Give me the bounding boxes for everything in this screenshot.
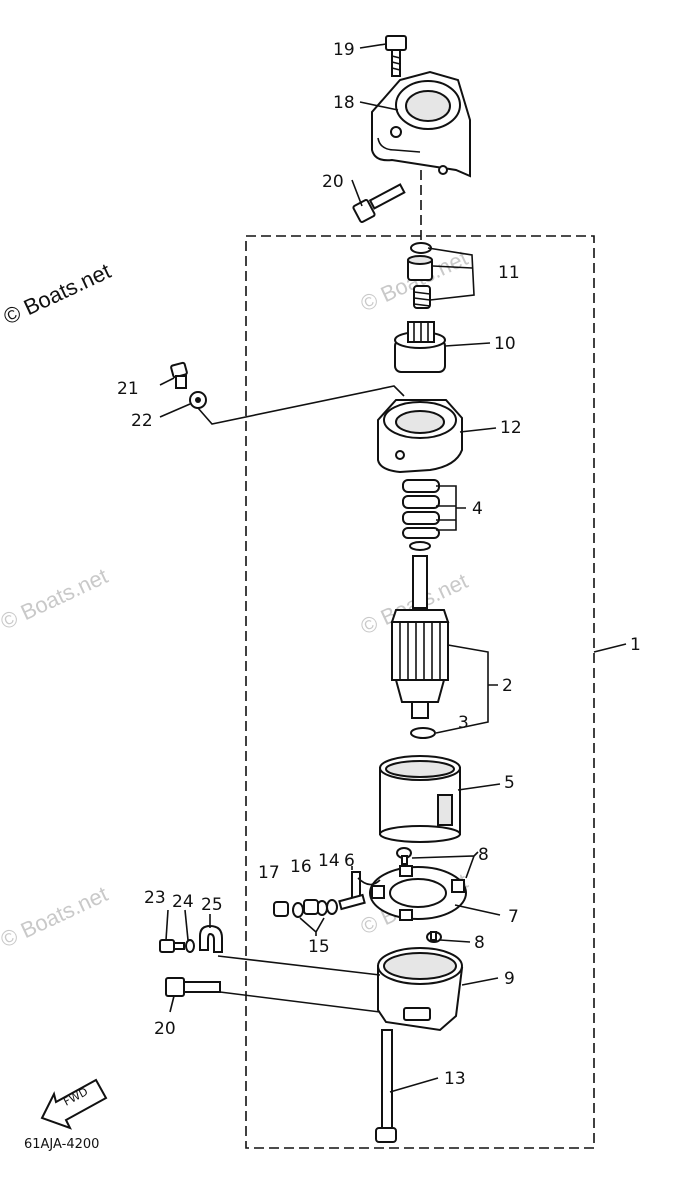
callout-10: 10 <box>494 334 516 354</box>
part-22-washer <box>189 391 207 409</box>
part-8-screw-top <box>396 847 412 865</box>
watermark-faint: © Boats.net <box>0 563 112 634</box>
callout-20-bottom: 20 <box>154 1019 176 1039</box>
part-20-bolt-top <box>352 183 406 223</box>
part-11-clip-collar-spring <box>407 242 433 309</box>
part-16-nut <box>303 899 319 915</box>
part-6-terminal-bolt <box>338 871 381 911</box>
part-20-bolt-bottom <box>165 977 221 997</box>
diagram-code: 61AJA-4200 <box>24 1137 99 1152</box>
part-4-spring-stack <box>402 479 440 551</box>
part-19-bolt <box>385 35 407 77</box>
callout-20-top: 20 <box>322 172 344 192</box>
callout-15: 15 <box>308 937 330 957</box>
callout-24: 24 <box>172 892 194 912</box>
part-2-armature <box>390 555 450 719</box>
callout-25: 25 <box>201 895 223 915</box>
part-9-rear-cover <box>377 947 464 1032</box>
part-12-front-cover <box>377 399 463 474</box>
part-14-insulator <box>326 899 338 915</box>
callout-1: 1 <box>630 635 641 655</box>
part-13-through-bolt <box>375 1029 397 1143</box>
callout-17: 17 <box>258 863 280 883</box>
part-18-bracket <box>371 70 471 178</box>
watermark-faint: © Boats.net <box>0 881 112 952</box>
part-7-brush-holder <box>369 865 467 921</box>
part-10-pinion <box>394 321 446 373</box>
callout-16: 16 <box>290 857 312 877</box>
callout-19: 19 <box>333 40 355 60</box>
callout-21: 21 <box>117 379 139 399</box>
part-17-nut <box>273 901 289 917</box>
part-21-screw <box>170 361 188 389</box>
leader-lines <box>159 43 627 1093</box>
callout-3: 3 <box>458 713 469 733</box>
callout-9: 9 <box>504 969 515 989</box>
part-3-washer <box>410 727 436 739</box>
callout-8-top: 8 <box>478 845 489 865</box>
callout-11: 11 <box>498 263 520 283</box>
part-15-washers <box>292 900 328 918</box>
part-24-washer <box>185 939 195 953</box>
callout-5: 5 <box>504 773 515 793</box>
callout-12: 12 <box>500 418 522 438</box>
part-8-screw-bottom <box>426 931 442 943</box>
callout-2: 2 <box>502 676 513 696</box>
callout-18: 18 <box>333 93 355 113</box>
assembly-boundary <box>245 235 595 1149</box>
callout-8-bottom: 8 <box>474 933 485 953</box>
part-5-yoke <box>379 755 461 843</box>
callout-14: 14 <box>318 851 340 871</box>
callout-13: 13 <box>444 1069 466 1089</box>
part-23-bolt <box>159 939 185 953</box>
callout-4: 4 <box>472 499 483 519</box>
callout-22: 22 <box>131 411 153 431</box>
watermark-main: © Boats.net <box>0 258 115 329</box>
part-25-clamp <box>199 924 223 953</box>
callout-7: 7 <box>508 907 519 927</box>
callout-6: 6 <box>344 851 355 871</box>
callout-23: 23 <box>144 888 166 908</box>
fwd-arrow-icon: FWD <box>40 1078 108 1130</box>
